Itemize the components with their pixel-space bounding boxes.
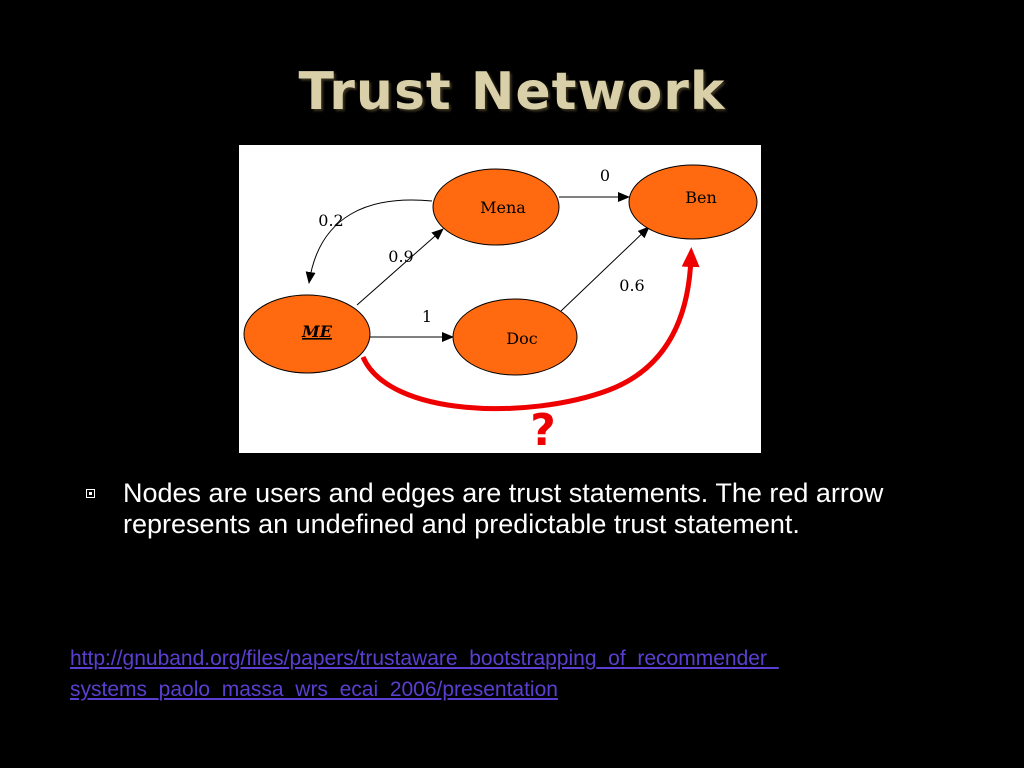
node-label-mena: Mena (480, 198, 526, 217)
edge-me-to-mena (356, 228, 444, 306)
node-doc (452, 298, 578, 376)
source-link-line-1[interactable]: http://gnuband.org/files/papers/trustawa… (70, 647, 779, 670)
trust-network-diagram: Mena Ben ME Doc 0.2 0.9 0 1 0.6 ? (239, 145, 761, 453)
node-ben (628, 164, 758, 240)
slide-title: Trust Network (298, 62, 726, 122)
trust-network-svg: Mena Ben ME Doc 0.2 0.9 0 1 0.6 ? (243, 164, 758, 453)
node-me (243, 294, 371, 374)
edge-me-to-ben-unknown (360, 247, 700, 412)
square-bullet-icon (86, 489, 95, 498)
source-link[interactable]: http://gnuband.org/files/papers/trustawa… (70, 643, 950, 705)
source-link-line-2[interactable]: systems_paolo_massa_wrs_ecai_2006/presen… (70, 678, 558, 701)
edge-label-me-to-ben-unknown: ? (530, 405, 556, 453)
edge-label-me-to-mena: 0.9 (388, 247, 413, 266)
edge-doc-to-ben (560, 226, 650, 312)
edge-label-mena-to-me: 0.2 (318, 211, 343, 230)
bullet-item: Nodes are users and edges are trust stat… (86, 478, 966, 540)
edge-label-mena-to-ben: 0 (600, 166, 610, 185)
edge-mena-to-me (305, 199, 433, 284)
node-mena (432, 168, 560, 246)
node-label-me: ME (301, 322, 333, 341)
edge-label-doc-to-ben: 0.6 (619, 276, 644, 295)
node-label-doc: Doc (506, 329, 537, 348)
node-label-ben: Ben (685, 188, 717, 207)
edge-label-me-to-doc: 1 (422, 307, 432, 326)
bullet-text: Nodes are users and edges are trust stat… (123, 478, 884, 539)
